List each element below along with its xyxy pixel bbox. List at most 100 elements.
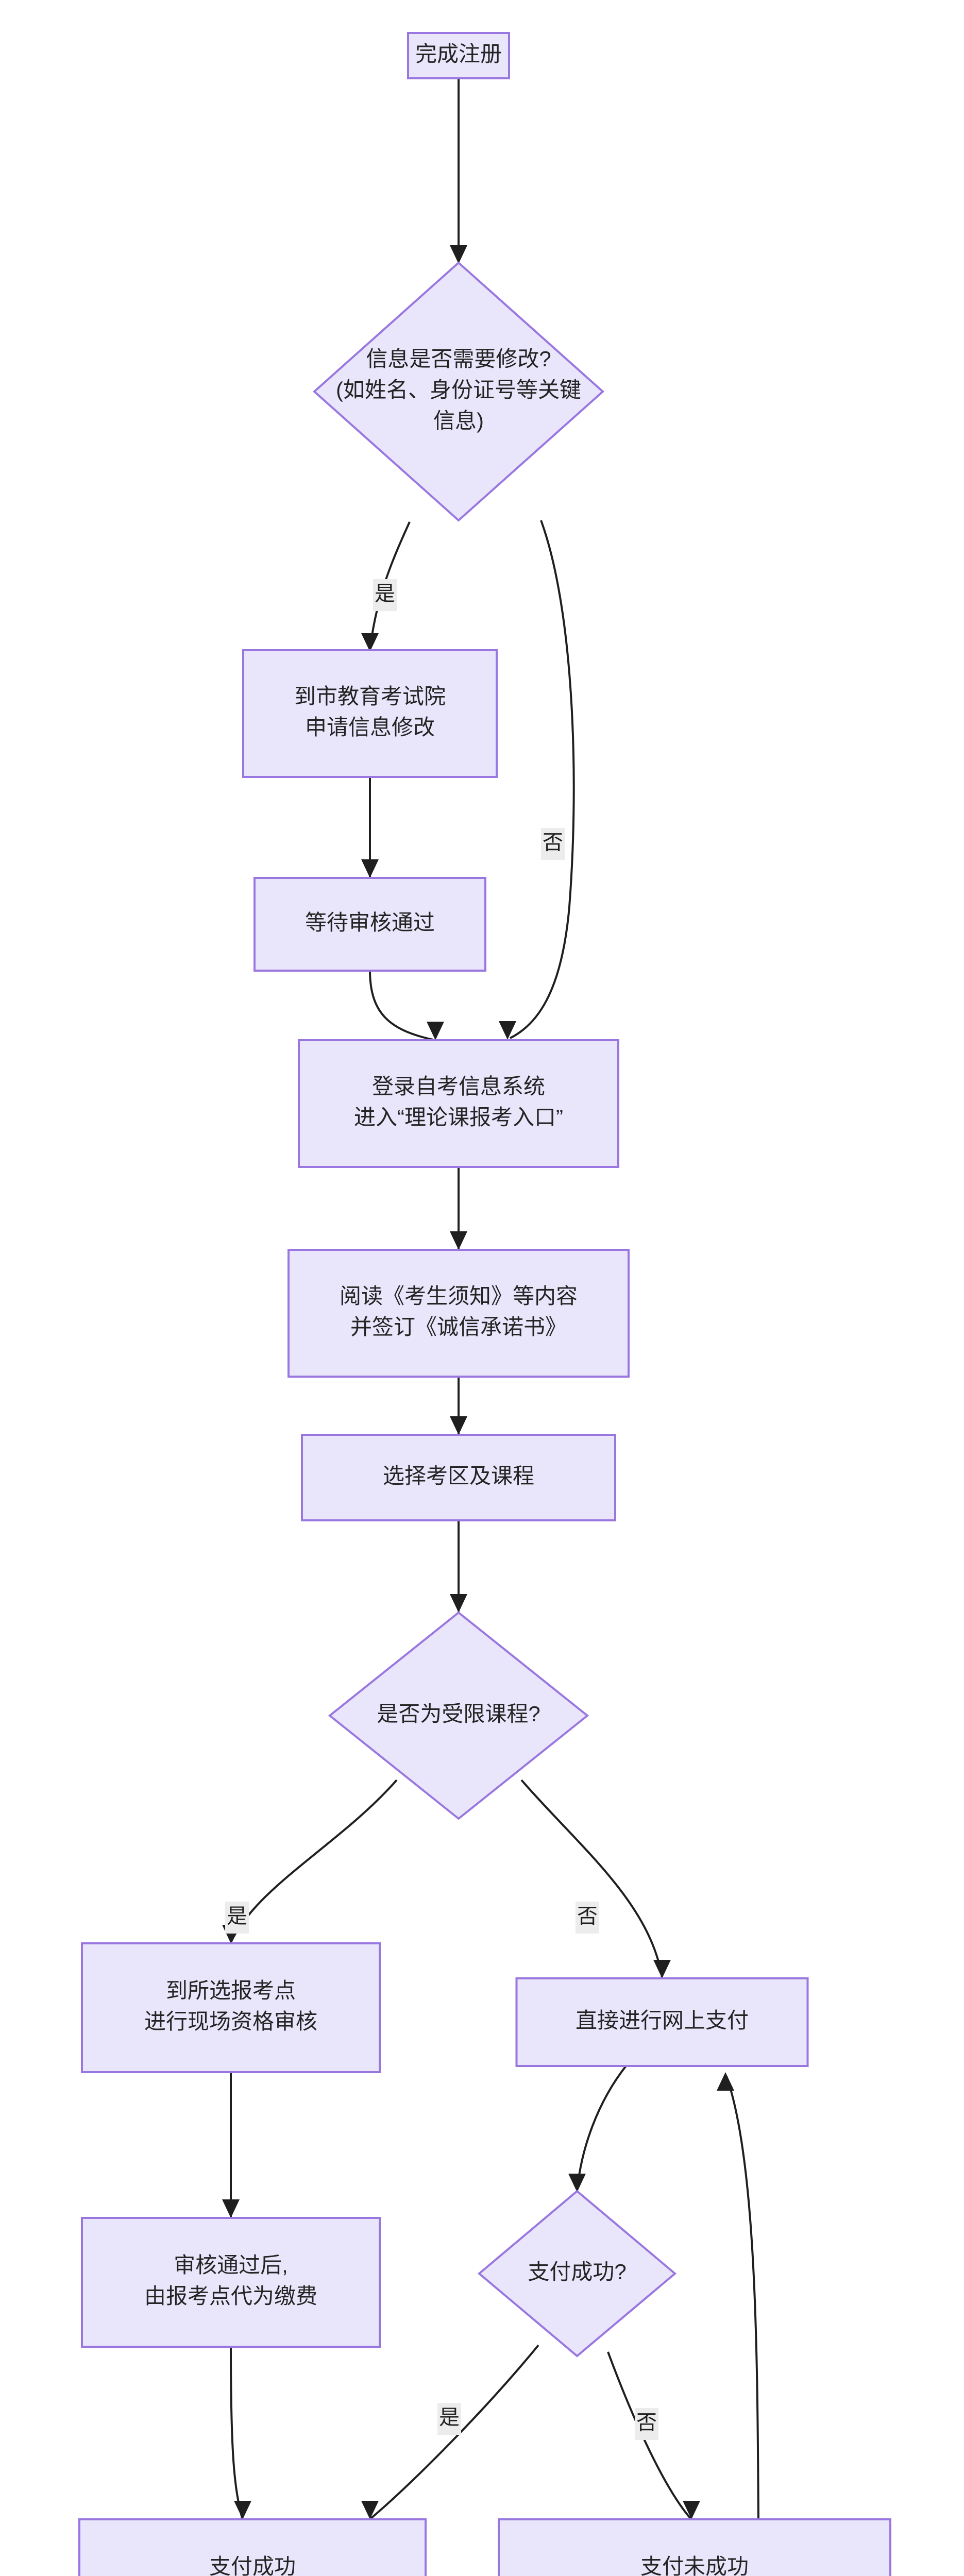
node-n7-选择考区及课程[interactable]: 选择考区及课程 — [301, 1434, 616, 1521]
node-n14-支付未成功[interactable]: 支付未成功可返回修改课程或重新支付 — [498, 2518, 891, 2576]
node-label-line: 进入“理论课报考入口” — [354, 1105, 563, 1129]
edge-n6-to-n7 — [450, 1377, 467, 1435]
edge-n5-to-n6 — [450, 1167, 467, 1250]
edge-label-text: 是 — [375, 583, 395, 605]
edge-n8-to-n10 — [520, 1779, 671, 1978]
edge-line — [576, 2065, 627, 2192]
arrow-head — [683, 2501, 700, 2519]
node-label-line: (如姓名、身份证号等关键 — [336, 378, 581, 402]
edge-labels-layer: 是否是否是否 — [225, 579, 658, 2440]
node-label-line: 到所选报考点 — [166, 1978, 296, 2003]
edge-n14-to-n10 — [717, 2072, 759, 2519]
node-label-line: 直接进行网上支付 — [576, 2008, 749, 2032]
edge-label-background — [576, 1902, 599, 1934]
decision-diamond — [477, 2190, 677, 2358]
edge-n7-to-n8 — [450, 1520, 467, 1613]
edge-label-text: 是 — [227, 1905, 247, 1928]
arrow-head — [361, 633, 379, 652]
edge-label-text: 否 — [636, 2412, 657, 2434]
arrow-head — [450, 245, 467, 264]
edge-label-n2-n3: 是 — [373, 579, 397, 611]
arrow-head — [222, 2199, 240, 2218]
decision-diamond — [312, 261, 605, 522]
edge-label-text: 是 — [439, 2406, 460, 2429]
process-box — [242, 649, 498, 778]
node-label-line: 信息是否需要修改? — [366, 347, 551, 371]
edge-label-text: 否 — [577, 1905, 598, 1928]
edge-n4-to-n5 — [369, 970, 444, 1041]
node-n10-直接进行网上支付[interactable]: 直接进行网上支付 — [515, 1977, 809, 2067]
node-label-line: 等待审核通过 — [305, 910, 435, 935]
arrow-head — [499, 1021, 516, 1040]
edge-line — [607, 2351, 691, 2519]
edge-label-n2-n5: 否 — [541, 828, 565, 860]
edge-label-background — [373, 579, 397, 611]
process-box — [298, 1039, 619, 1168]
edge-label-n8-n10: 否 — [576, 1902, 599, 1934]
decision-diamond — [328, 1611, 589, 1820]
node-n11-审核通过后[interactable]: 审核通过后,由报考点代为缴费 — [81, 2217, 381, 2348]
node-n4-等待审核通过[interactable]: 等待审核通过 — [253, 877, 486, 972]
edge-label-n12-n13: 是 — [437, 2403, 461, 2435]
edge-label-n8-n9: 是 — [225, 1902, 249, 1934]
edge-n3-to-n4 — [361, 777, 379, 878]
node-label-line: 审核通过后, — [174, 2253, 288, 2277]
edge-label-n12-n14: 否 — [635, 2408, 658, 2440]
edge-n12-to-n13 — [361, 2344, 539, 2519]
node-label-line: 支付成功 — [209, 2554, 296, 2576]
arrow-head — [450, 1416, 467, 1435]
process-box — [81, 2217, 381, 2348]
node-n1-完成注册[interactable]: 完成注册 — [407, 32, 510, 79]
edge-n2-to-n5 — [499, 520, 575, 1040]
edges-layer — [222, 78, 759, 2519]
edge-line — [520, 1779, 663, 1978]
process-box — [515, 1977, 809, 2067]
edge-n11-to-n13 — [230, 2346, 251, 2519]
node-label-line: 选择考区及课程 — [383, 1464, 534, 1488]
arrow-head — [361, 859, 379, 878]
edge-label-background — [437, 2403, 461, 2435]
node-label-line: 登录自考信息系统 — [372, 1074, 545, 1098]
node-label-line: 到市教育考试院 — [294, 684, 446, 708]
node-label-line: 信息) — [433, 409, 484, 433]
arrow-head — [568, 2174, 586, 2192]
edge-line — [725, 2076, 759, 2519]
edge-line — [369, 970, 433, 1041]
edge-label-background — [635, 2408, 658, 2440]
edge-line — [510, 520, 575, 1039]
node-label-line: 支付成功? — [528, 2260, 626, 2284]
node-n8-是否为受限课程[interactable]: 是否为受限课程? — [328, 1611, 589, 1820]
edge-label-text: 否 — [543, 832, 563, 854]
edge-line — [370, 2344, 539, 2519]
arrow-head — [427, 1022, 444, 1040]
node-label-line: 申请信息修改 — [305, 715, 435, 739]
node-label-line: 进行现场资格审核 — [144, 2009, 317, 2033]
process-box — [498, 2518, 891, 2576]
edge-line — [230, 2346, 243, 2519]
edge-n9-to-n11 — [222, 2072, 240, 2218]
node-label-line: 是否为受限课程? — [377, 1702, 540, 1726]
process-box — [253, 877, 486, 972]
node-label-line: 并签订《诚信承诺书》 — [350, 1315, 567, 1339]
process-box — [81, 1942, 381, 2073]
process-box — [407, 32, 510, 79]
process-box — [78, 2518, 427, 2576]
edge-label-background — [225, 1902, 249, 1934]
node-label-line: 完成注册 — [415, 42, 502, 66]
node-n13-支付成功[interactable]: 支付成功课程锁定, 报考费不退 — [78, 2518, 427, 2576]
node-n12-支付成功[interactable]: 支付成功? — [477, 2190, 677, 2358]
edge-n1-to-n2 — [450, 78, 467, 264]
arrow-head — [361, 2501, 379, 2519]
process-box — [301, 1434, 616, 1521]
edge-label-background — [541, 828, 565, 860]
process-box — [287, 1249, 630, 1378]
arrow-head — [717, 2072, 734, 2091]
edge-n12-to-n14 — [607, 2351, 700, 2519]
